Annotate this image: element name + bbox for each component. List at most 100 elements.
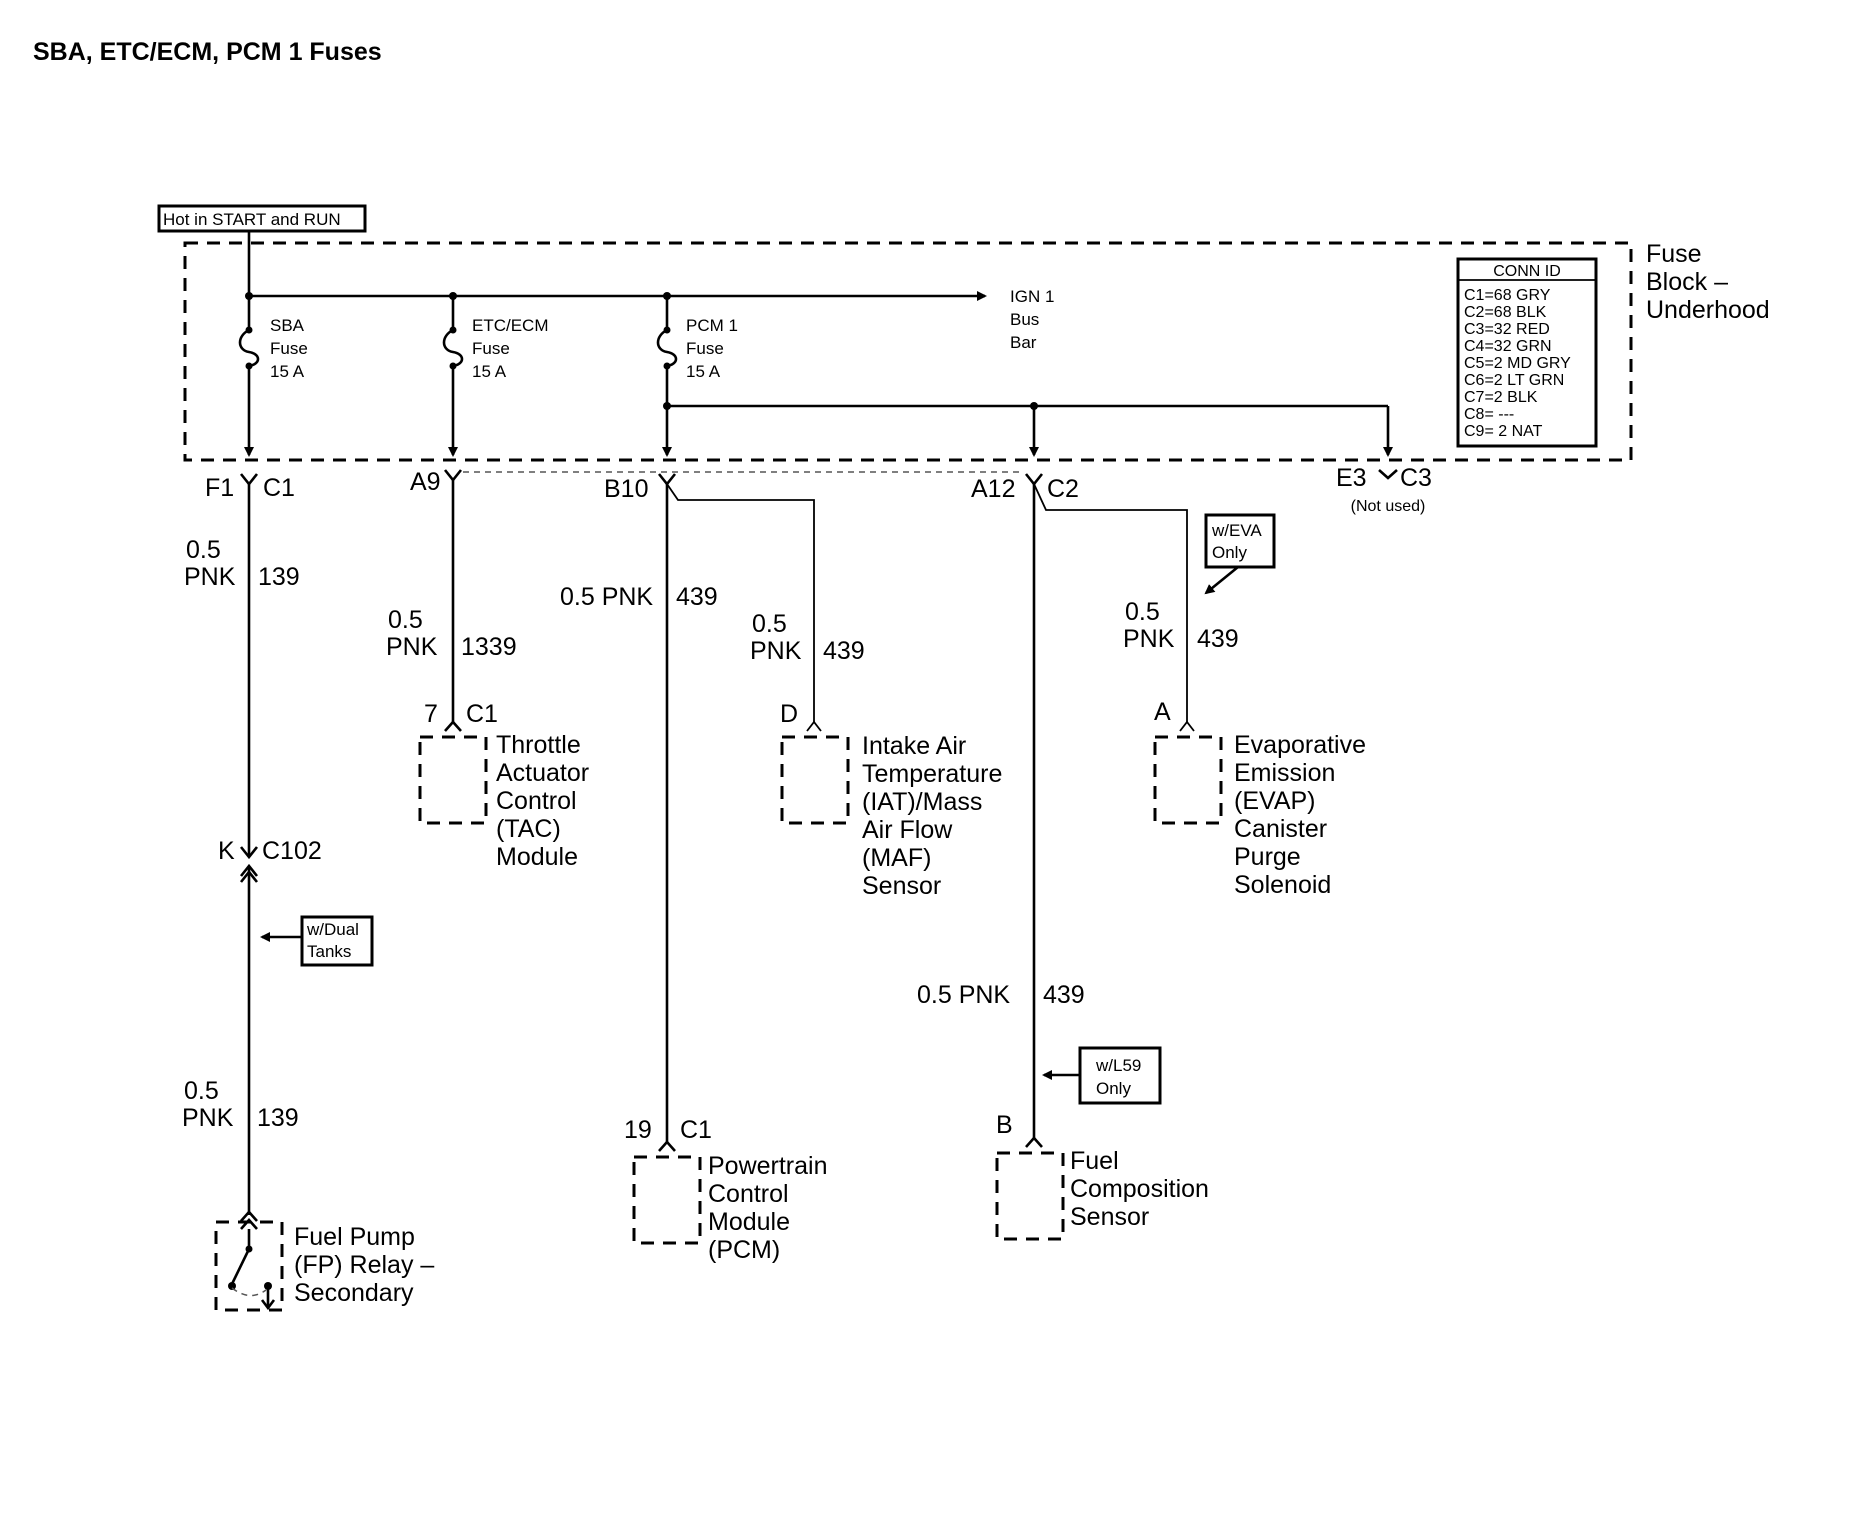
svg-text:0.5: 0.5 <box>752 610 787 638</box>
svg-text:Secondary: Secondary <box>294 1279 414 1307</box>
svg-text:PNK: PNK <box>1123 625 1175 653</box>
wire-439-evap <box>1033 483 1188 722</box>
wire-label-1339: 0.5 PNK 1339 <box>386 606 517 661</box>
svg-text:C3: C3 <box>1400 464 1432 492</box>
svg-text:Air Flow: Air Flow <box>862 816 953 844</box>
diagram-title: SBA, ETC/ECM, PCM 1 Fuses <box>33 38 382 66</box>
fuel-pump-relay: Fuel Pump (FP) Relay – Secondary <box>214 1210 434 1312</box>
svg-text:439: 439 <box>1197 625 1239 653</box>
wire-label-139-lower: 0.5 PNK 139 <box>182 1077 299 1132</box>
svg-text:A12: A12 <box>971 475 1015 503</box>
svg-text:139: 139 <box>258 563 300 591</box>
wire-label-439-iat: 0.5 PNK 439 <box>750 610 865 665</box>
svg-text:0.5: 0.5 <box>388 606 423 634</box>
svg-text:D: D <box>780 700 798 728</box>
svg-text:0.5 PNK: 0.5 PNK <box>560 583 653 611</box>
svg-text:19: 19 <box>624 1116 652 1144</box>
svg-text:PNK: PNK <box>386 633 438 661</box>
svg-text:C1: C1 <box>680 1116 712 1144</box>
svg-text:Bar: Bar <box>1010 333 1037 352</box>
svg-text:439: 439 <box>1043 981 1085 1009</box>
svg-text:SBA: SBA <box>270 316 305 335</box>
wire-439-iat <box>666 483 815 722</box>
svg-text:C4=32 GRN: C4=32 GRN <box>1464 338 1552 355</box>
eva-note: w/EVA Only <box>1204 513 1276 595</box>
svg-text:A9: A9 <box>410 468 441 496</box>
terminal-f1-c1: F1 C1 <box>205 473 295 502</box>
svg-text:w/L59: w/L59 <box>1095 1056 1141 1075</box>
svg-text:Evaporative: Evaporative <box>1234 731 1366 759</box>
fuse-block-label: Fuse Block – Underhood <box>1646 240 1770 324</box>
svg-text:PNK: PNK <box>182 1104 234 1132</box>
terminal-a12-c2: A12 C2 <box>971 473 1079 503</box>
svg-text:Sensor: Sensor <box>1070 1203 1149 1231</box>
svg-text:439: 439 <box>676 583 718 611</box>
svg-text:Intake Air: Intake Air <box>862 732 966 760</box>
svg-text:Fuse: Fuse <box>270 339 308 358</box>
svg-text:B: B <box>996 1111 1013 1139</box>
svg-text:15 A: 15 A <box>472 362 507 381</box>
svg-text:Fuel Pump: Fuel Pump <box>294 1223 415 1251</box>
wire-label-439-evap: 0.5 PNK 439 <box>1123 598 1239 653</box>
svg-text:Canister: Canister <box>1234 815 1327 843</box>
svg-text:C1=68 GRY: C1=68 GRY <box>1464 287 1551 304</box>
sba-fuse: SBA Fuse 15 A <box>238 296 308 457</box>
svg-text:C1: C1 <box>466 700 498 728</box>
svg-text:Control: Control <box>708 1180 789 1208</box>
svg-text:Purge: Purge <box>1234 843 1301 871</box>
svg-text:PNK: PNK <box>750 637 802 665</box>
svg-text:Module: Module <box>496 843 578 871</box>
svg-text:Fuse: Fuse <box>1646 240 1702 268</box>
inline-connector-c102: K C102 <box>218 837 322 883</box>
svg-text:C8= ---: C8= --- <box>1464 406 1514 423</box>
svg-text:Fuel: Fuel <box>1070 1147 1119 1175</box>
svg-text:0.5: 0.5 <box>1125 598 1160 626</box>
svg-text:C102: C102 <box>262 837 322 865</box>
svg-text:Powertrain: Powertrain <box>708 1152 828 1180</box>
l59-note: w/L59 Only <box>1042 1046 1162 1105</box>
fuel-composition-sensor: B Fuel Composition Sensor <box>995 1111 1209 1241</box>
svg-text:C3=32 RED: C3=32 RED <box>1464 321 1550 338</box>
etc-ecm-fuse: ETC/ECM Fuse 15 A <box>442 296 549 457</box>
svg-text:IGN 1: IGN 1 <box>1010 287 1054 306</box>
terminal-b10: B10 <box>604 473 677 503</box>
svg-text:K: K <box>218 837 235 865</box>
ign1-bus-bar-label: IGN 1 Bus Bar <box>1010 287 1054 352</box>
svg-text:Actuator: Actuator <box>496 759 589 787</box>
svg-text:Bus: Bus <box>1010 310 1039 329</box>
branch-junction-dot <box>663 402 671 410</box>
svg-text:A: A <box>1154 698 1171 726</box>
dual-tanks-note: w/Dual Tanks <box>260 915 374 967</box>
tac-module: 7 C1 Throttle Actuator Control (TAC) Mod… <box>418 700 589 871</box>
svg-text:Underhood: Underhood <box>1646 296 1770 324</box>
conn-id-table: CONN ID C1=68 GRY C2=68 BLK C3=32 RED C4… <box>1456 257 1598 448</box>
fuse-block-outline <box>183 241 1633 462</box>
wire-label-439-pcm: 0.5 PNK 439 <box>560 583 718 611</box>
svg-text:(MAF): (MAF) <box>862 844 931 872</box>
svg-text:15 A: 15 A <box>270 362 305 381</box>
power-source-box: Hot in START and RUN <box>157 204 367 233</box>
svg-text:0.5: 0.5 <box>184 1077 219 1105</box>
svg-text:Module: Module <box>708 1208 790 1236</box>
svg-text:0.5: 0.5 <box>186 536 221 564</box>
svg-text:Composition: Composition <box>1070 1175 1209 1203</box>
svg-text:C9= 2 NAT: C9= 2 NAT <box>1464 423 1543 440</box>
svg-text:(EVAP): (EVAP) <box>1234 787 1316 815</box>
wire-label-139-upper: 0.5 PNK 139 <box>184 536 300 591</box>
pcm-module: 19 C1 Powertrain Control Module (PCM) <box>624 1116 828 1264</box>
power-source-label: Hot in START and RUN <box>163 210 341 229</box>
svg-text:PCM 1: PCM 1 <box>686 316 738 335</box>
svg-text:E3: E3 <box>1336 464 1367 492</box>
svg-text:F1: F1 <box>205 474 234 502</box>
svg-text:ETC/ECM: ETC/ECM <box>472 316 549 335</box>
svg-text:CONN ID: CONN ID <box>1493 263 1561 280</box>
svg-text:Control: Control <box>496 787 577 815</box>
svg-text:Sensor: Sensor <box>862 872 941 900</box>
svg-text:(IAT)/Mass: (IAT)/Mass <box>862 788 982 816</box>
svg-text:(TAC): (TAC) <box>496 815 561 843</box>
svg-text:7: 7 <box>424 700 438 728</box>
svg-text:(Not used): (Not used) <box>1351 498 1426 515</box>
svg-text:0.5 PNK: 0.5 PNK <box>917 981 1010 1009</box>
svg-text:Fuse: Fuse <box>686 339 724 358</box>
